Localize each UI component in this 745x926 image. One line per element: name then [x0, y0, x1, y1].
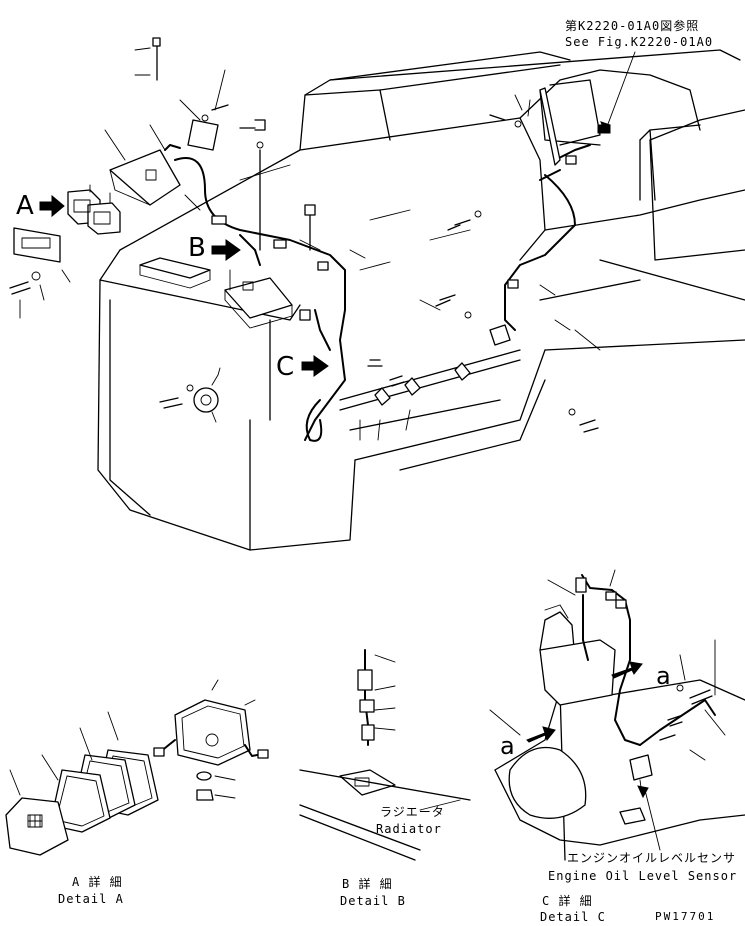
- view-arrow-c: [301, 355, 329, 377]
- drawing-number: PW17701: [655, 910, 716, 923]
- detail-c-drawing: [489, 569, 745, 861]
- bolts-and-washers: [159, 114, 599, 433]
- detail-a-label-jp: A 詳 細: [72, 875, 123, 889]
- leader-lines: [184, 94, 571, 331]
- reference-note-jp: 第K2220-01A0図参照: [565, 19, 700, 33]
- mounting-bracket-upper: [104, 37, 229, 206]
- detail-c-marker-a1: a: [656, 662, 671, 690]
- detail-c-marker-a2: a: [500, 732, 515, 760]
- reference-arrowhead: [600, 121, 611, 134]
- wiring-harness: [164, 144, 591, 442]
- view-arrow-b: [211, 239, 241, 261]
- detail-b-drawing: [299, 649, 471, 861]
- view-marker-c: C: [276, 352, 295, 382]
- detail-b-label-en: Detail B: [340, 894, 406, 908]
- detail-b-part-jp: ラジエータ: [380, 805, 445, 819]
- detail-a-drawing: [5, 679, 269, 856]
- reference-leader-line: [604, 51, 636, 133]
- rear-cover-panel: [539, 79, 701, 201]
- connector-bracket: [139, 257, 293, 329]
- detail-c-part-jp: エンジンオイルレベルセンサ: [567, 851, 737, 865]
- machine-body: [97, 49, 745, 551]
- headlight-assembly: [9, 184, 121, 319]
- detail-b-label-jp: B 詳 細: [342, 877, 393, 891]
- detail-b-part-en: Radiator: [376, 822, 442, 836]
- detail-a-label-en: Detail A: [58, 892, 124, 906]
- pipe-clamps: [339, 324, 601, 441]
- horn: [193, 367, 221, 423]
- detail-c-label-jp: C 詳 細: [542, 894, 593, 908]
- reference-note-en: See Fig.K2220-01A0: [565, 35, 714, 49]
- view-marker-b: B: [188, 233, 206, 263]
- view-arrow-a: [39, 194, 65, 218]
- detail-c-part-en: Engine Oil Level Sensor: [548, 869, 738, 883]
- detail-c-label-en: Detail C: [540, 910, 606, 924]
- view-marker-a: A: [16, 191, 34, 221]
